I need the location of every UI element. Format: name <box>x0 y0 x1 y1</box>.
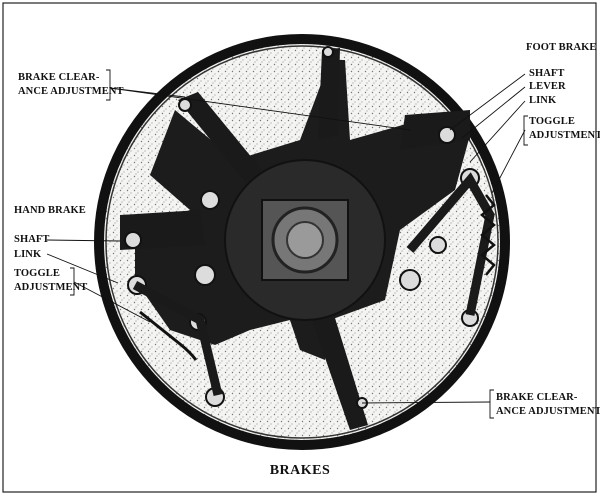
leaders <box>46 69 528 419</box>
hand-brake-link: LINK <box>14 249 42 260</box>
foot-brake-spring <box>480 194 496 276</box>
foot-brake-link: LINK <box>529 95 557 106</box>
spoke-top <box>318 48 340 140</box>
clearance-bottom-line1: BRAKE CLEAR- <box>496 392 578 403</box>
foot-brake-adjustment: ADJUSTMENT <box>529 130 600 141</box>
hand-brake-toggle: TOGGLE <box>14 268 60 279</box>
spoke-top-left <box>178 92 262 182</box>
clearance-top-line1: BRAKE CLEAR- <box>18 72 100 83</box>
clearance-top-line2: ANCE ADJUSTMENT <box>18 86 124 97</box>
hand-brake-adjustment: ADJUSTMENT <box>14 282 88 293</box>
foot-brake-lever: LEVER <box>529 81 566 92</box>
foot-brake-title: FOOT BRAKE <box>526 42 597 53</box>
clearance-bottom-line2: ANCE ADJUSTMENT <box>496 406 600 417</box>
hand-brake-spring <box>139 310 198 361</box>
foot-brake-link <box>406 172 495 316</box>
hand-brake-title: HAND BRAKE <box>14 205 86 216</box>
foot-brake-toggle: TOGGLE <box>529 116 575 127</box>
border <box>2 2 597 493</box>
hand-brake-shaft: SHAFT <box>14 234 50 245</box>
figure-caption: BRAKES <box>269 463 331 478</box>
hand-brake-link <box>132 281 223 397</box>
spoke-bottom <box>312 318 368 430</box>
drum-inner-edge <box>105 45 499 439</box>
foot-brake-shaft: SHAFT <box>529 68 565 79</box>
